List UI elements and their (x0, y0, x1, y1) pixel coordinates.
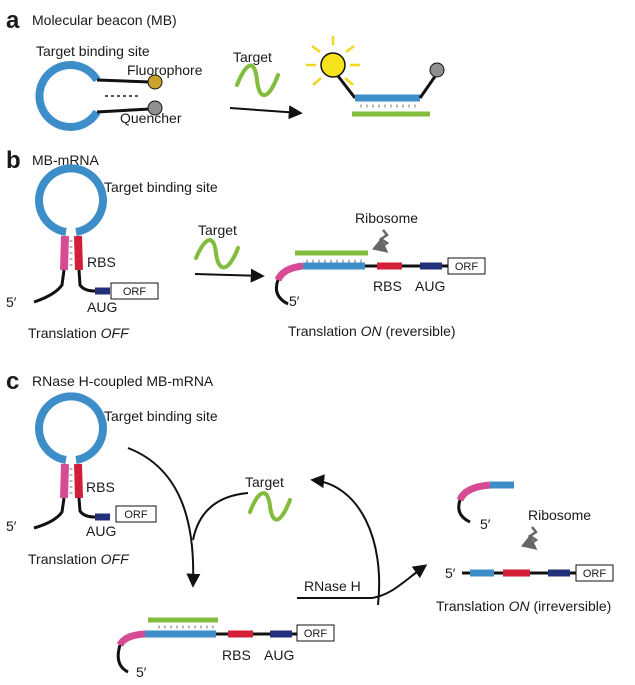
translation-on-label-b: Translation ON (reversible) (288, 323, 456, 339)
pink-arm-b (274, 262, 304, 282)
panel-b: b MB-mRNA Target binding site ORF RBS AU… (6, 147, 486, 341)
aug-label-bottom-c: AUG (264, 647, 294, 663)
fragment-pink-arm (456, 481, 491, 502)
five-prime-tail-bottom-c (116, 644, 129, 674)
panel-a: a Molecular beacon (MB) Target binding s… (6, 7, 445, 131)
translation-off-label-b: Translation OFF (28, 325, 130, 341)
beacon-stem-bottom (96, 107, 151, 114)
rnase-h-label: RNase H (304, 578, 361, 594)
target-label-c: Target (245, 474, 284, 490)
five-prime-label-b: 5′ (6, 294, 17, 310)
target-strand-a (235, 63, 280, 98)
rbs-label-bottom-c: RBS (222, 647, 251, 663)
translation-on-label-c: Translation ON (irreversible) (436, 598, 611, 614)
target-strand-b (194, 238, 240, 270)
orf-box-product (575, 564, 614, 582)
ribosome-label-c: Ribosome (528, 507, 591, 523)
three-prime-tail-c (77, 497, 103, 519)
target-label-b: Target (198, 222, 237, 238)
rbs-label-c: RBS (86, 479, 115, 495)
five-prime-label-bottom-c: 5′ (136, 664, 147, 680)
five-prime-tail-c (33, 497, 66, 530)
panel-c: c RNase H-coupled MB-mRNA Target binding… (6, 368, 614, 680)
fluorescence-sun-icon (306, 36, 360, 86)
orf-box-b (110, 282, 159, 300)
pink-arm-c (116, 630, 146, 647)
mb-mrna-loop-b (35, 164, 107, 236)
ribosome-wavy-arrow-c (520, 526, 539, 550)
aug-label-right-b: AUG (415, 278, 445, 294)
panel-c-letter: c (6, 368, 19, 395)
target-strand-c (248, 491, 292, 522)
target-recycle-arrow (310, 474, 381, 606)
quencher-off-dot (429, 62, 445, 78)
orf-label-b: ORF (123, 286, 147, 298)
cycle-arrow-down (127, 447, 201, 588)
fluorophore-on-dot (320, 52, 346, 78)
orf-label-right-b: ORF (455, 261, 479, 273)
five-prime-label-right-b: 5′ (289, 293, 300, 309)
ribosome-wavy-arrow-b (371, 229, 390, 253)
orf-box-right-b (447, 257, 486, 275)
stem-rbs-b (74, 235, 83, 271)
reaction-arrow-b (194, 268, 265, 283)
target-binding-site-label-c: Target binding site (104, 408, 218, 424)
five-prime-label-c: 5′ (6, 518, 17, 534)
target-binding-site-label: Target binding site (36, 43, 150, 59)
quencher-label: Quencher (120, 110, 182, 126)
five-prime-label-product: 5′ (445, 565, 456, 581)
five-prime-tail-b (33, 269, 66, 304)
mb-mrna-loop-c (35, 392, 107, 464)
target-binding-site-label-b: Target binding site (104, 179, 218, 195)
rnase-h-arrow (297, 564, 428, 599)
fluorophore-label: Fluorophore (127, 62, 203, 78)
stem-rbs-c (74, 463, 83, 499)
ribosome-label-b: Ribosome (355, 210, 418, 226)
orf-label-product: ORF (583, 568, 607, 580)
panel-b-letter: b (6, 147, 21, 174)
panel-a-title: Molecular beacon (MB) (32, 12, 177, 28)
orf-box-c (115, 505, 157, 523)
fluorophore-dot (147, 74, 163, 90)
five-prime-tail-right-b (274, 279, 289, 306)
orf-label-bottom-c: ORF (304, 628, 328, 640)
three-prime-tail-b (77, 269, 103, 293)
product-linker-right (418, 74, 438, 99)
aug-label-b: AUG (87, 299, 117, 315)
aug-label-c: AUG (86, 523, 116, 539)
target-release-arrow (192, 492, 249, 541)
reaction-arrow-a (229, 105, 303, 120)
panel-a-letter: a (6, 7, 20, 34)
fragment-five-prime-tail (457, 499, 471, 524)
quencher-dot (147, 100, 163, 116)
translation-off-label-c: Translation OFF (28, 551, 130, 567)
rbs-label-b: RBS (87, 254, 116, 270)
panel-c-title: RNase H-coupled MB-mRNA (32, 373, 214, 389)
product-linker-left (336, 75, 357, 99)
panel-b-title: MB-mRNA (32, 152, 100, 168)
beacon-stem-top (96, 78, 151, 84)
orf-box-bottom-c (296, 624, 335, 642)
stem-pink-b (60, 235, 69, 271)
beacon-loop (35, 61, 101, 131)
five-prime-label-fragment: 5′ (480, 516, 491, 532)
orf-label-c: ORF (124, 509, 148, 521)
target-label-a: Target (233, 49, 272, 65)
stem-pink-c (60, 463, 69, 499)
rbs-label-right-b: RBS (373, 278, 402, 294)
